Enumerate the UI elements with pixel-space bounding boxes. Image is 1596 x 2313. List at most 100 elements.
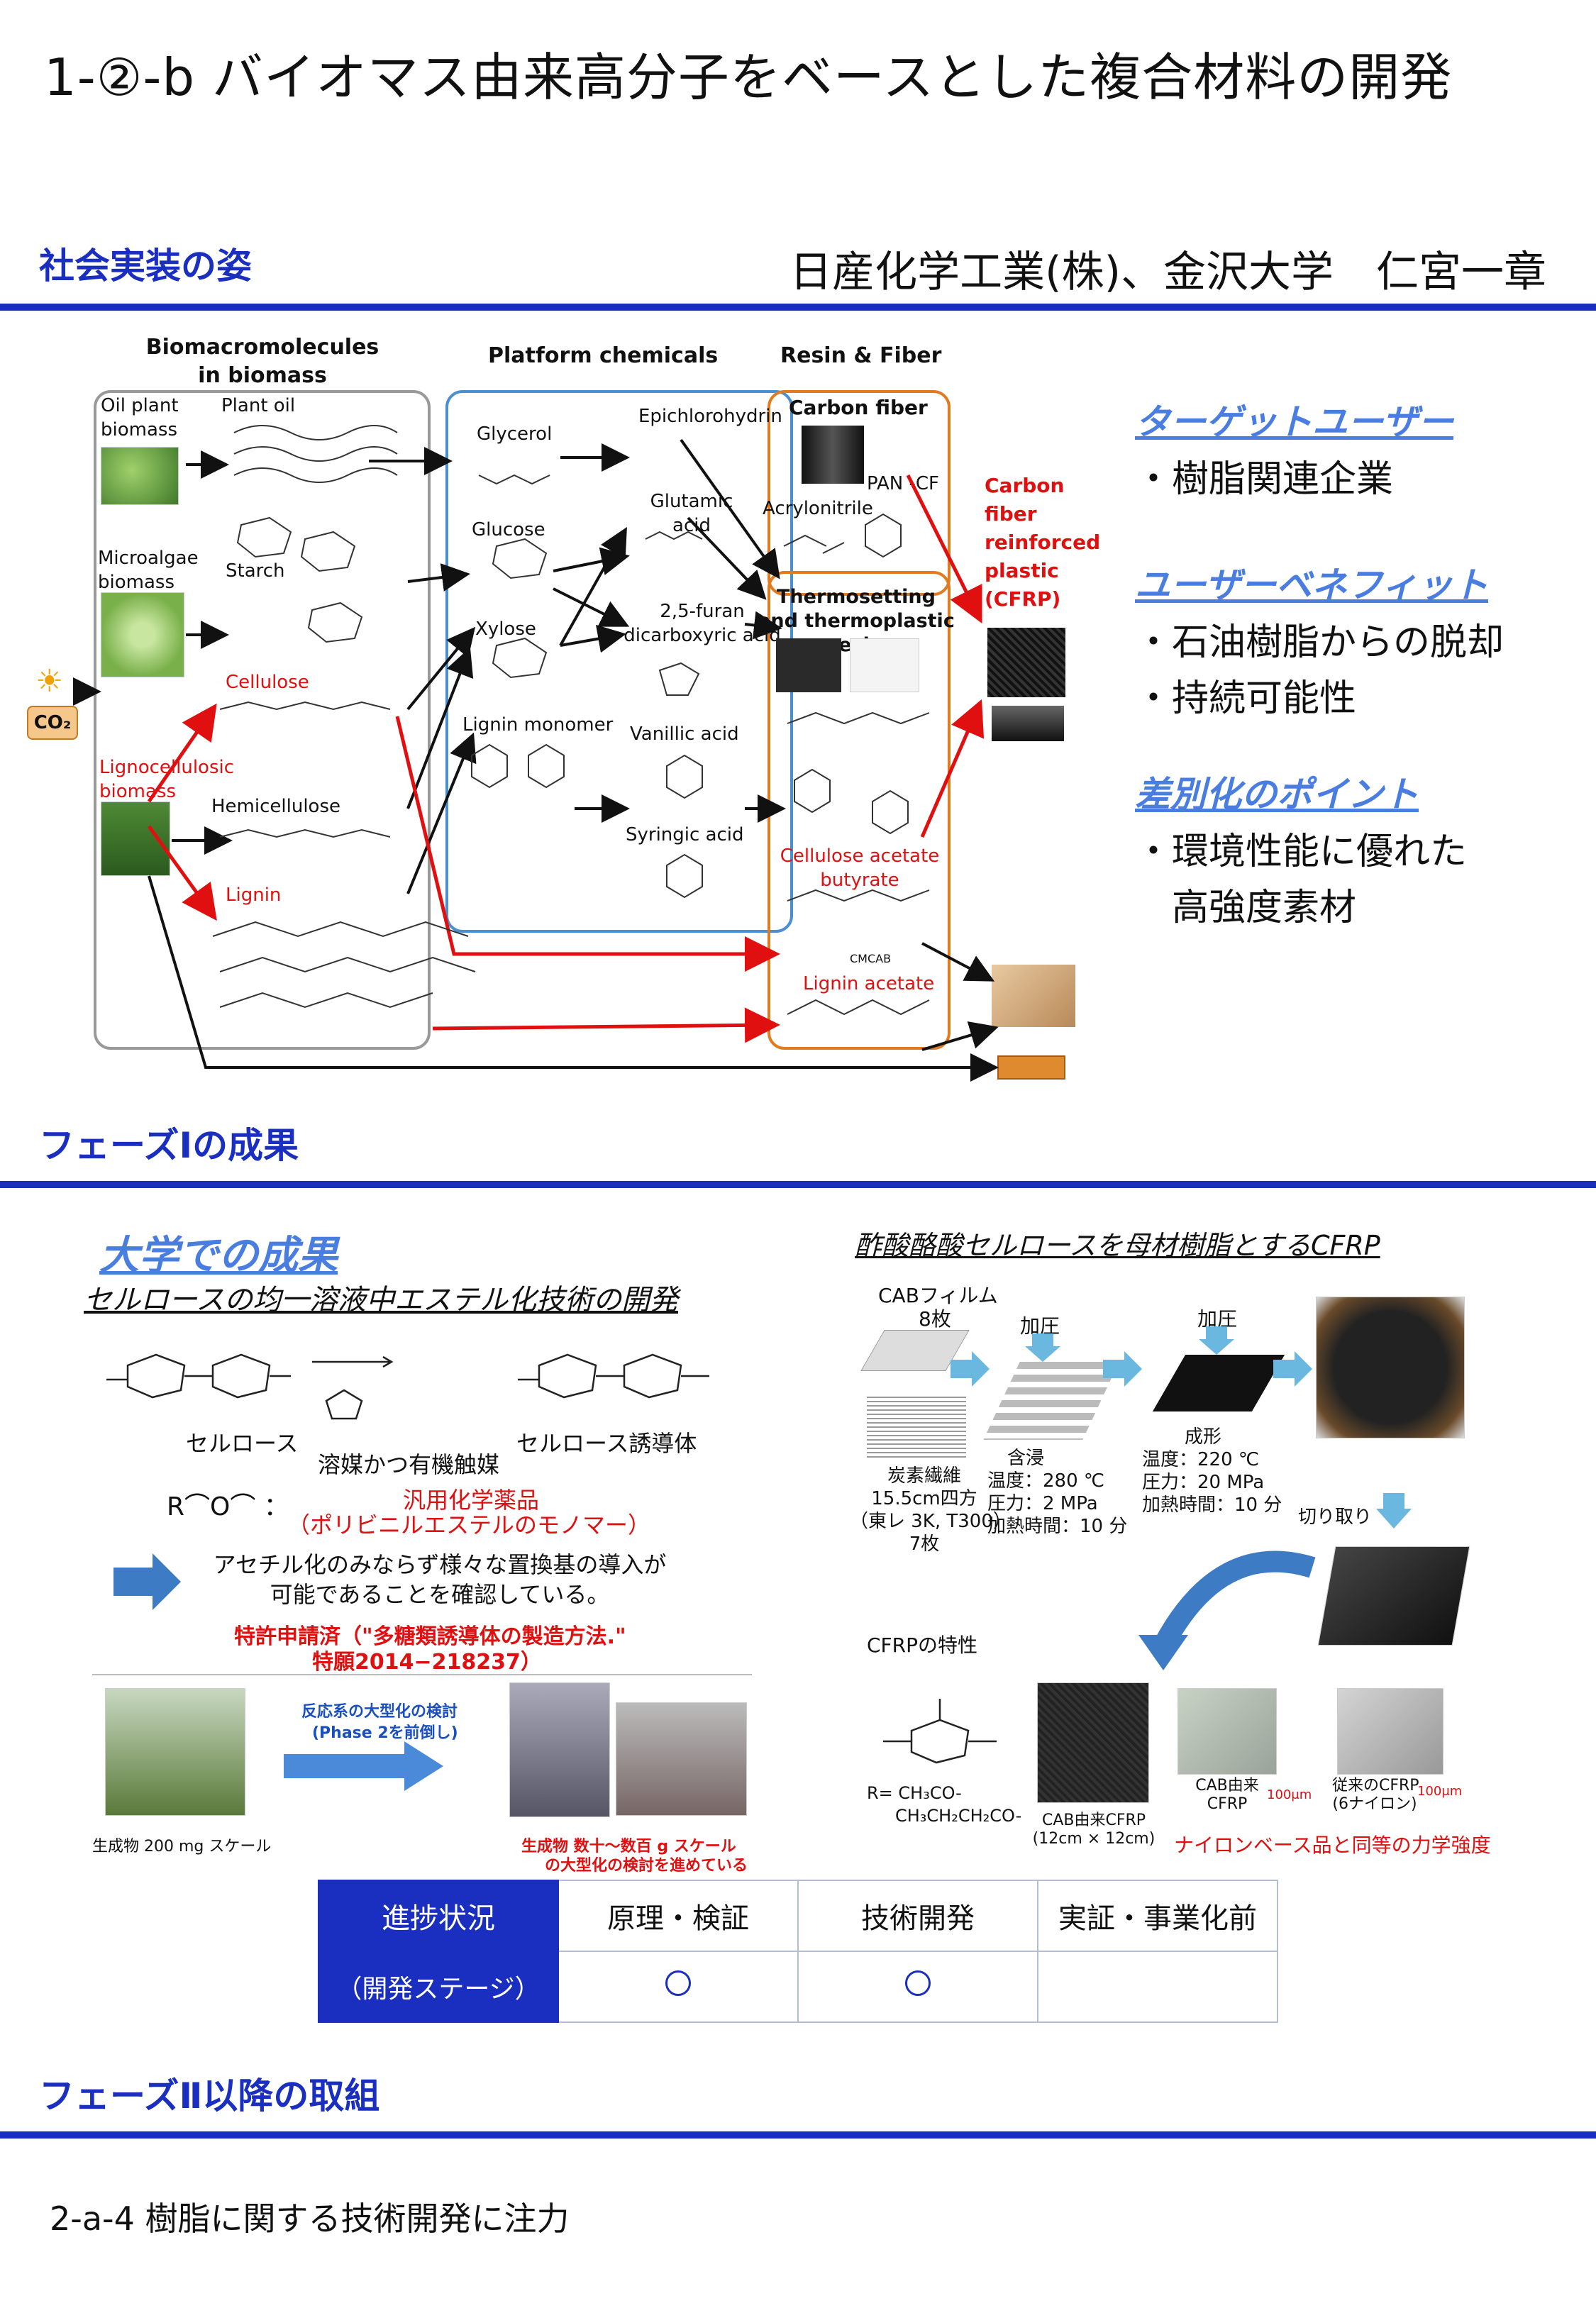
progress-stage: 原理・検証 xyxy=(558,1880,799,1952)
r-definition: R= CH₃CO- CH₃CH₂CH₂CO- xyxy=(867,1782,1021,1827)
label-phase2-ahead: (Phase 2を前倒し) xyxy=(312,1724,458,1742)
carbon-fiber-photo xyxy=(802,426,864,484)
label-pan-cf: PAN -CF xyxy=(867,473,940,494)
scaleup-arrow-icon xyxy=(284,1741,443,1791)
molding-specs: 成形 温度：220 ℃ 圧力：20 MPa 加熱時間：10 分 xyxy=(1142,1426,1282,1516)
label-vinyl-ester: （ポリビニルエステルのモノマー） xyxy=(287,1512,651,1538)
univ-results-subtitle: セルロースの均一溶液中エステル化技術の開発 xyxy=(84,1284,678,1316)
label-carbon-fiber: Carbon fiber xyxy=(789,396,928,419)
microalgae-photo xyxy=(101,592,184,677)
label-cab: Cellulose acetate butyrate xyxy=(780,845,940,891)
label-starch: Starch xyxy=(226,560,285,582)
label-lignin-monomer: Lignin monomer xyxy=(462,714,614,736)
sample2-label: CAB由来 CFRP xyxy=(1188,1777,1266,1814)
label-microalgae: Microalgae biomass xyxy=(98,548,199,593)
carbon-fiber-sheet xyxy=(867,1394,966,1458)
resin-photo-2 xyxy=(850,638,919,692)
fiber-specs: 炭素繊維 15.5cm四方 （東レ 3K, T300） 7枚 xyxy=(850,1465,1012,1555)
board-photo xyxy=(992,965,1075,1027)
col-header-resin: Resin & Fiber xyxy=(780,343,942,368)
fiber-spec-line: （東レ 3K, T300） xyxy=(850,1511,1012,1532)
cab-cfrp-photo xyxy=(1037,1682,1149,1803)
label-cfrp: Carbon fiber reinforced plastic (CFRP) xyxy=(985,474,1101,611)
univ-results-title: 大学での成果 xyxy=(99,1233,338,1279)
section-phase2: フェーズⅡ以降の取組 xyxy=(39,2075,380,2117)
target-section: ターゲットユーザー ・樹脂関連企業 xyxy=(1135,394,1453,502)
label-sample1-1: CAB由来CFRP xyxy=(1041,1812,1146,1829)
scale-bar-2: 100μm xyxy=(1417,1784,1463,1799)
sun-icon: ☀ xyxy=(35,663,64,699)
label-solvent: 溶媒かつ有機触媒 xyxy=(318,1451,500,1478)
progress-row-label: （開発ステージ） xyxy=(318,1951,559,2023)
esterification-scheme xyxy=(106,1353,709,1420)
label-product-small: 生成物 200 mg スケール xyxy=(92,1838,272,1856)
cab-micrograph xyxy=(1177,1688,1277,1775)
target-title: ターゲットユーザー xyxy=(1135,401,1453,443)
impreg-line: 加熱時間：10 分 xyxy=(987,1516,1128,1537)
sample3-label: 従来のCFRP (6ナイロン) xyxy=(1332,1777,1419,1814)
cfrp-result-photo xyxy=(1316,1297,1465,1438)
mold-line: 温度：220 ℃ xyxy=(1142,1449,1260,1470)
result-arrow-icon xyxy=(113,1553,181,1610)
fiber-spec-line: 炭素繊維 xyxy=(887,1465,961,1487)
curved-arrow-icon xyxy=(1138,1551,1316,1670)
divider xyxy=(0,1181,1596,1188)
small-scale-photo xyxy=(105,1688,245,1816)
progress-cell xyxy=(797,1951,1038,2023)
large-scale-photo-1 xyxy=(509,1682,610,1817)
label-thermo: Thermosetting and thermoplastic resin xyxy=(758,586,955,656)
label-cellulose: Cellulose xyxy=(226,672,309,693)
oil-plant-photo xyxy=(101,447,179,505)
label-strength: ナイロンベース品と同等の力学強度 xyxy=(1174,1834,1491,1857)
label-cab-film: CABフィルム xyxy=(878,1284,998,1307)
label-sample2-2: CFRP xyxy=(1207,1795,1248,1813)
phase2-text: 2-a-4 樹脂に関する技術開発に注力 xyxy=(50,2200,570,2238)
divider xyxy=(0,2131,1596,2139)
label-glucose: Glucose xyxy=(472,519,545,540)
co2-badge: CO₂ xyxy=(27,706,78,740)
progress-header: 進捗状況 xyxy=(318,1880,559,1952)
label-sample3-2: (6ナイロン) xyxy=(1332,1795,1417,1813)
progress-stage: 実証・事業化前 xyxy=(1037,1880,1278,1952)
diff-item: ・環境性能に優れた xyxy=(1135,831,1468,873)
table-row: 進捗状況 原理・検証 技術開発 実証・事業化前 xyxy=(318,1880,1278,1952)
label-product-large-1: 生成物 数十～数百 g スケール xyxy=(521,1838,736,1856)
r-def-line: CH₃CH₂CH₂CO- xyxy=(895,1806,1022,1826)
affiliation: 日産化学工業(株)、金沢大学 仁宮一章 xyxy=(789,248,1546,297)
progress-stage: 技術開発 xyxy=(797,1880,1038,1952)
label-sample1-2: (12cm × 12cm) xyxy=(1032,1830,1156,1848)
label-scaleup: 反応系の大型化の検討 xyxy=(301,1703,458,1721)
process-arrow-icon xyxy=(1103,1351,1142,1387)
mold-line: 成形 xyxy=(1185,1426,1222,1448)
diff-item: 高強度素材 xyxy=(1135,887,1357,929)
label-sample3-1: 従来のCFRP xyxy=(1332,1777,1419,1795)
impregnation-specs: 含浸 温度：280 ℃ 圧力：2 MPa 加熱時間：10 分 xyxy=(987,1447,1127,1538)
label-vanillic: Vanillic acid xyxy=(630,723,739,745)
fiber-spec-line: 15.5cm四方 xyxy=(871,1488,977,1509)
label-glycerol: Glycerol xyxy=(477,423,553,445)
label-cut: 切り取り xyxy=(1298,1507,1373,1528)
label-derivative: セルロース誘導体 xyxy=(516,1430,697,1457)
label-plant-oil: Plant oil xyxy=(221,395,296,416)
molded-shape xyxy=(1152,1355,1285,1411)
mold-line: 圧力：20 MPa xyxy=(1142,1472,1265,1493)
cfrp-photo-1 xyxy=(987,628,1065,697)
resin-photo-1 xyxy=(776,638,841,692)
label-cab-count: 8枚 xyxy=(919,1307,951,1331)
page-title: 1-②-b バイオマス由来高分子をベースとした複合材料の開発 xyxy=(44,48,1453,107)
progress-cell xyxy=(1037,1951,1278,2023)
stack-shape xyxy=(983,1362,1119,1440)
benefit-section: ユーザーベネフィット ・石油樹脂からの脱却 ・持続可能性 xyxy=(1135,557,1504,721)
label-general-reagent: 汎用化学薬品 xyxy=(403,1487,540,1514)
lumber-photo xyxy=(997,1055,1065,1080)
fiber-spec-line: 7枚 xyxy=(909,1533,940,1555)
benefit-item: ・石油樹脂からの脱却 xyxy=(1135,621,1504,664)
col-header-biomacro: Biomacromolecules in biomass xyxy=(145,335,379,388)
large-scale-photo-2 xyxy=(616,1702,747,1816)
section-social: 社会実装の姿 xyxy=(39,245,252,287)
impreg-line: 温度：280 ℃ xyxy=(987,1470,1105,1492)
vinyl-ester-formula: R⌒O⌒ ： xyxy=(167,1492,289,1521)
patent-line-1: 特許申請済（"多糖類誘導体の製造方法." xyxy=(234,1624,626,1649)
label-cmcab: CMCAB xyxy=(850,952,892,965)
divider xyxy=(0,304,1596,311)
